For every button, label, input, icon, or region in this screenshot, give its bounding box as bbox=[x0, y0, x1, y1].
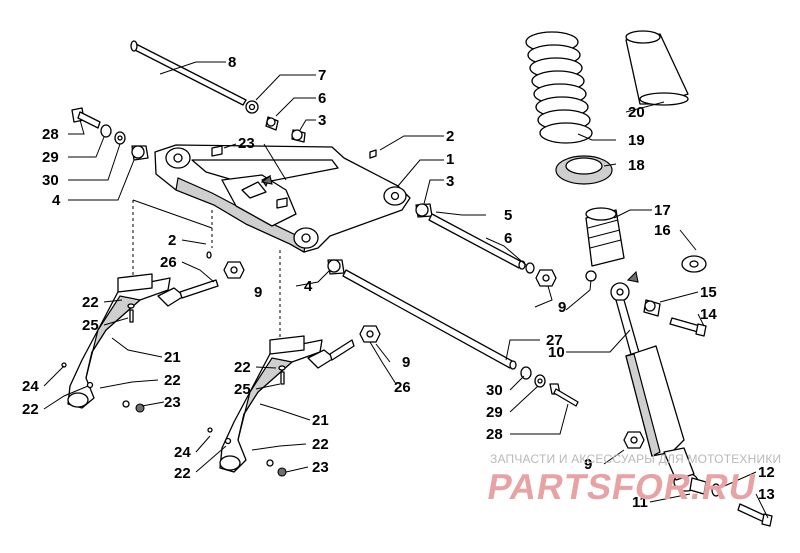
watermark-logo: PARTSFOR.RU bbox=[484, 466, 761, 507]
eye-bolt-center bbox=[307, 339, 355, 369]
shock-lower-washer bbox=[711, 483, 721, 497]
callout-7: 7 bbox=[318, 67, 326, 84]
callout-10: 10 bbox=[548, 344, 565, 361]
callout-21: 21 bbox=[164, 349, 181, 366]
callout-9d: 9 bbox=[584, 456, 592, 473]
callout-3: 3 bbox=[318, 112, 326, 129]
grease-fitting-left bbox=[206, 251, 212, 259]
callout-6: 6 bbox=[318, 90, 326, 107]
bracket-left bbox=[67, 273, 171, 409]
callout-15: 15 bbox=[700, 284, 717, 301]
small-hardware-center bbox=[207, 365, 287, 477]
callout-16: 16 bbox=[654, 222, 671, 239]
dashed-guides bbox=[132, 199, 281, 340]
callout-2: 2 bbox=[446, 128, 454, 145]
spacer-right bbox=[415, 203, 433, 218]
callout-24: 24 bbox=[22, 378, 39, 395]
nut-left bbox=[223, 261, 245, 279]
washer-upper-right bbox=[525, 262, 535, 274]
callout-17: 17 bbox=[654, 202, 671, 219]
spacer-lower bbox=[327, 259, 345, 275]
callout-9b: 9 bbox=[558, 299, 566, 316]
callout-22e: 22 bbox=[312, 436, 329, 453]
callout-22f: 22 bbox=[174, 465, 191, 482]
callout-20: 20 bbox=[628, 104, 645, 121]
callout-22d: 22 bbox=[234, 359, 251, 376]
callout-23b: 23 bbox=[164, 394, 181, 411]
callout-12: 12 bbox=[758, 464, 775, 481]
shock-bolt-lower bbox=[737, 503, 773, 527]
callout-1: 1 bbox=[446, 151, 454, 168]
bump-stop bbox=[585, 207, 625, 267]
callout-labels: 8 7 6 3 2 1 3 23 28 29 30 4 2 26 9 22 25… bbox=[22, 54, 775, 511]
long-bolt bbox=[130, 40, 247, 106]
bushing-top bbox=[265, 116, 279, 131]
callout-2b: 2 bbox=[168, 232, 176, 249]
shock-lower-spacer bbox=[689, 477, 707, 495]
spring-retainer bbox=[555, 155, 613, 185]
shock-top-nut bbox=[585, 270, 597, 282]
shock-lower-nut bbox=[623, 431, 645, 449]
callout-27: 27 bbox=[546, 332, 563, 349]
shock-absorber bbox=[610, 282, 699, 492]
callout-25b: 25 bbox=[234, 381, 251, 398]
callout-29: 29 bbox=[42, 149, 59, 166]
callout-14: 14 bbox=[700, 306, 717, 323]
callout-30: 30 bbox=[42, 172, 59, 189]
callout-3b: 3 bbox=[446, 173, 454, 190]
bolt-left bbox=[71, 107, 101, 129]
eye-bolt-left bbox=[157, 279, 219, 307]
callout-23: 23 bbox=[238, 135, 255, 152]
callout-28b: 28 bbox=[486, 426, 503, 443]
callout-13: 13 bbox=[758, 486, 775, 503]
dust-cover bbox=[625, 30, 689, 106]
callout-25: 25 bbox=[82, 317, 99, 334]
callout-11: 11 bbox=[632, 494, 648, 511]
rear-arm bbox=[154, 144, 411, 253]
callout-9c: 9 bbox=[402, 354, 410, 371]
callout-5: 5 bbox=[504, 207, 512, 224]
spring-cap bbox=[681, 255, 707, 273]
callout-21b: 21 bbox=[312, 412, 329, 429]
nut-center bbox=[359, 325, 381, 343]
watermark-caption: ЗАПЧАСТИ И АКСЕССУАРЫ ДЛЯ МОТОТЕХНИКИ bbox=[490, 452, 782, 466]
callout-24b: 24 bbox=[174, 444, 191, 461]
callout-22b: 22 bbox=[164, 372, 181, 389]
callout-30b: 30 bbox=[486, 382, 503, 399]
callout-26b: 26 bbox=[394, 379, 411, 396]
callout-26: 26 bbox=[160, 254, 177, 271]
shock-spacer bbox=[643, 299, 661, 317]
pivot-shaft-lower bbox=[342, 269, 517, 370]
callout-19: 19 bbox=[628, 132, 645, 149]
callout-8: 8 bbox=[228, 54, 236, 71]
washer-left-b bbox=[114, 131, 126, 145]
coil-spring bbox=[525, 31, 593, 144]
callout-4b: 4 bbox=[304, 278, 313, 295]
washer-right-b bbox=[534, 374, 546, 388]
callout-29b: 29 bbox=[486, 404, 503, 421]
callout-28: 28 bbox=[42, 126, 59, 143]
callout-22: 22 bbox=[82, 294, 99, 311]
callout-23c: 23 bbox=[312, 459, 329, 476]
callout-22c: 22 bbox=[22, 401, 39, 418]
washer-left-a bbox=[100, 124, 112, 138]
spacer-top bbox=[291, 129, 306, 143]
bolt-right bbox=[549, 383, 579, 407]
callout-6b: 6 bbox=[504, 230, 512, 247]
leader-lines bbox=[43, 61, 769, 519]
bracket-center bbox=[219, 335, 323, 473]
washer-top bbox=[245, 100, 259, 114]
callout-18: 18 bbox=[628, 157, 645, 174]
callout-4: 4 bbox=[52, 192, 61, 209]
spacer-left bbox=[131, 145, 149, 161]
lock-nut-upper bbox=[535, 269, 557, 287]
callout-9: 9 bbox=[254, 284, 262, 301]
